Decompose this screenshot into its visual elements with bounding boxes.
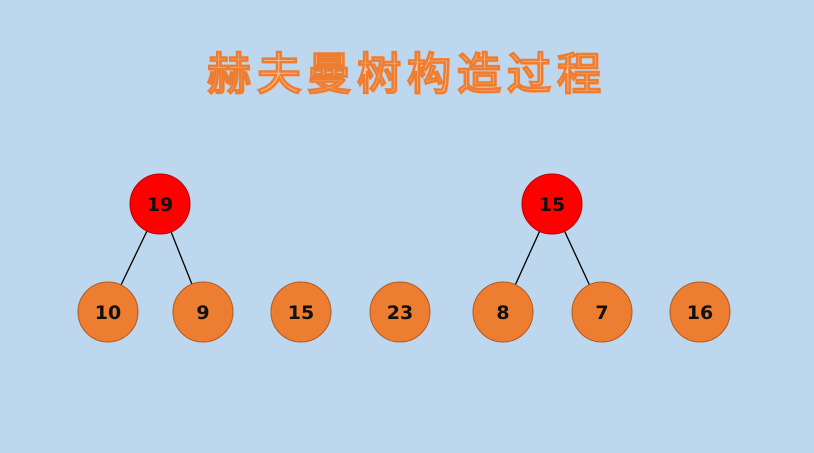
- node-circle: [270, 281, 332, 343]
- node-value-label: 15: [539, 194, 565, 216]
- tree-node-n9: 9: [172, 281, 234, 343]
- edge-n15b-n8: [514, 231, 541, 285]
- edge-n15b-n7: [564, 230, 590, 286]
- edges-layer: [120, 230, 590, 286]
- tree-node-n8: 8: [472, 281, 534, 343]
- node-circle: [172, 281, 234, 343]
- nodes-layer: 10 9 15 23 8 7 16 19 15: [77, 173, 731, 343]
- edge-n19-n9: [170, 231, 193, 285]
- node-circle: [571, 281, 633, 343]
- node-value-label: 10: [95, 302, 121, 324]
- node-circle: [129, 173, 191, 235]
- edge-n19-n10: [120, 230, 148, 286]
- tree-node-n7: 7: [571, 281, 633, 343]
- node-value-label: 8: [496, 302, 509, 324]
- node-value-label: 15: [288, 302, 314, 324]
- node-value-label: 9: [196, 302, 209, 324]
- tree-node-n23: 23: [369, 281, 431, 343]
- node-value-label: 19: [147, 194, 173, 216]
- node-value-label: 7: [595, 302, 608, 324]
- node-circle: [669, 281, 731, 343]
- node-circle: [472, 281, 534, 343]
- node-circle: [369, 281, 431, 343]
- node-circle: [521, 173, 583, 235]
- page-title: 赫夫曼树构造过程: [206, 48, 607, 100]
- tree-node-n15b: 15: [521, 173, 583, 235]
- tree-node-n15a: 15: [270, 281, 332, 343]
- node-value-label: 23: [387, 302, 413, 324]
- tree-node-n16: 16: [669, 281, 731, 343]
- node-circle: [77, 281, 139, 343]
- tree-node-n19: 19: [129, 173, 191, 235]
- node-value-label: 16: [687, 302, 713, 324]
- tree-node-n10: 10: [77, 281, 139, 343]
